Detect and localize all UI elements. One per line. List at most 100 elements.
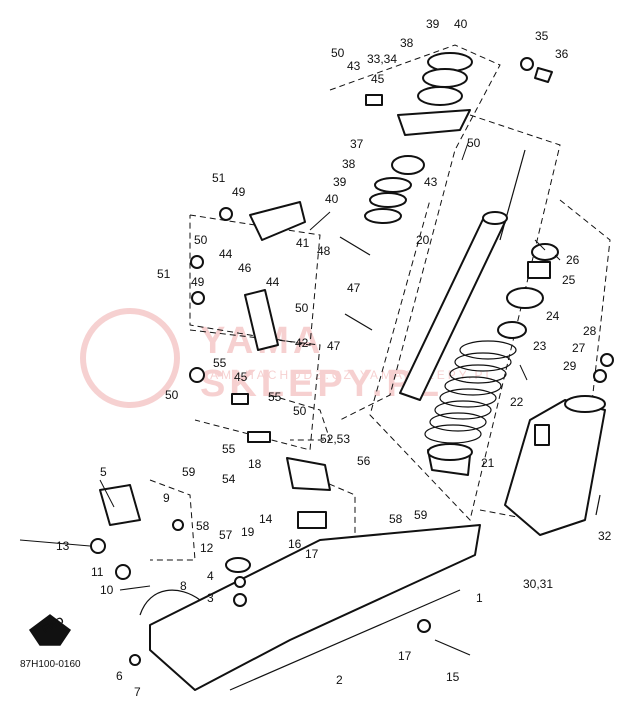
callout-27: 27 (572, 341, 586, 355)
strut-top-collar (482, 211, 508, 225)
washer-40b (364, 208, 402, 224)
callout-52-53: 52,53 (320, 432, 351, 446)
callout-55a: 55 (213, 356, 227, 370)
bushing-37 (391, 155, 425, 175)
washer-35 (520, 57, 534, 71)
bolt-15 (434, 639, 471, 656)
callout-58a: 58 (196, 519, 210, 533)
spindle-block-52-53 (286, 457, 331, 491)
callout-9: 9 (163, 491, 170, 505)
callout-25: 25 (562, 273, 576, 287)
callout-35: 35 (535, 29, 549, 43)
callout-50a: 50 (331, 46, 345, 60)
callout-18: 18 (248, 457, 262, 471)
nut-50a (190, 255, 204, 269)
bolt-32 (595, 494, 601, 516)
spring-seat-cap (427, 443, 473, 461)
callout-30-31: 30,31 (523, 577, 554, 591)
dash-group-shock (329, 44, 501, 421)
callout-2: 2 (336, 673, 343, 687)
callout-37: 37 (350, 137, 364, 151)
sleeve-18 (247, 431, 271, 443)
callout-22: 22 (510, 395, 524, 409)
callout-33-34: 33,34 (367, 52, 398, 66)
callout-8: 8 (180, 579, 187, 593)
callout-45a: 45 (371, 72, 385, 86)
callout-21: 21 (481, 456, 495, 470)
callout-32: 32 (598, 529, 612, 543)
callout-56: 56 (357, 454, 371, 468)
callout-14: 14 (259, 512, 273, 526)
callout-16: 16 (288, 537, 302, 551)
callout-43a: 43 (347, 59, 361, 73)
callout-55b: 55 (268, 390, 282, 404)
callout-4: 4 (207, 569, 214, 583)
collar-49b (191, 291, 205, 305)
callout-59b: 59 (414, 508, 428, 522)
callout-50d: 50 (295, 301, 309, 315)
nut-27 (600, 353, 614, 367)
washer-38b (374, 177, 412, 193)
callout-20: 20 (416, 233, 430, 247)
bracket-33-34 (397, 109, 471, 136)
callout-29: 29 (563, 359, 577, 373)
callout-47b: 47 (327, 339, 341, 353)
callout-39a: 39 (426, 17, 440, 31)
callout-13: 13 (56, 539, 70, 553)
fwd-arrow-shape (28, 614, 72, 646)
damper-housing (504, 399, 606, 536)
callout-39b: 39 (333, 175, 347, 189)
handle-5 (99, 484, 141, 526)
callout-6: 6 (116, 669, 123, 683)
callout-40a: 40 (454, 17, 468, 31)
callout-51b: 51 (157, 267, 171, 281)
washer-3 (233, 593, 247, 607)
callout-5: 5 (100, 465, 107, 479)
callout-1: 1 (476, 591, 483, 605)
callout-47a: 47 (347, 281, 361, 295)
callout-11: 11 (91, 565, 104, 579)
nut-50b (189, 367, 205, 383)
bushing-25 (527, 261, 551, 279)
callout-19: 19 (241, 525, 255, 539)
washer-39a (422, 68, 468, 88)
callout-49a: 49 (232, 185, 246, 199)
callout-49b: 49 (191, 275, 205, 289)
callout-44a: 44 (219, 247, 233, 261)
washer-39b (369, 192, 407, 208)
callout-46: 46 (238, 261, 252, 275)
callout-50e: 50 (165, 388, 179, 402)
leader-lines (19, 142, 561, 591)
dash-group-handle (149, 479, 196, 561)
washer-17 (417, 619, 431, 633)
callout-12: 12 (200, 541, 214, 555)
callout-15: 15 (446, 670, 460, 684)
bushing-26 (531, 243, 559, 261)
callout-36: 36 (555, 47, 569, 61)
callout-51a: 51 (212, 171, 226, 185)
washer-11 (115, 564, 131, 580)
callout-3: 3 (207, 591, 214, 605)
sleeve-45a (365, 94, 383, 106)
callout-38b: 38 (342, 157, 356, 171)
callout-44b: 44 (266, 275, 280, 289)
callout-26: 26 (566, 253, 580, 267)
callout-7: 7 (134, 685, 141, 699)
bracket-14 (297, 511, 327, 529)
washer-38a (417, 86, 463, 106)
callout-24: 24 (546, 309, 560, 323)
diagram-code: 87H100-0160 (20, 659, 81, 670)
washer-4 (234, 576, 246, 588)
callout-54: 54 (222, 472, 236, 486)
bushing-23 (497, 321, 527, 339)
callout-38a: 38 (400, 36, 414, 50)
callout-55c: 55 (222, 442, 236, 456)
damper-12 (225, 557, 251, 573)
collar-49a (219, 207, 233, 221)
ski-handle-8 (139, 589, 201, 616)
callout-42: 42 (295, 336, 309, 350)
callout-50f: 50 (293, 404, 307, 418)
bolt-36 (534, 67, 553, 83)
coil-spring (424, 340, 517, 444)
